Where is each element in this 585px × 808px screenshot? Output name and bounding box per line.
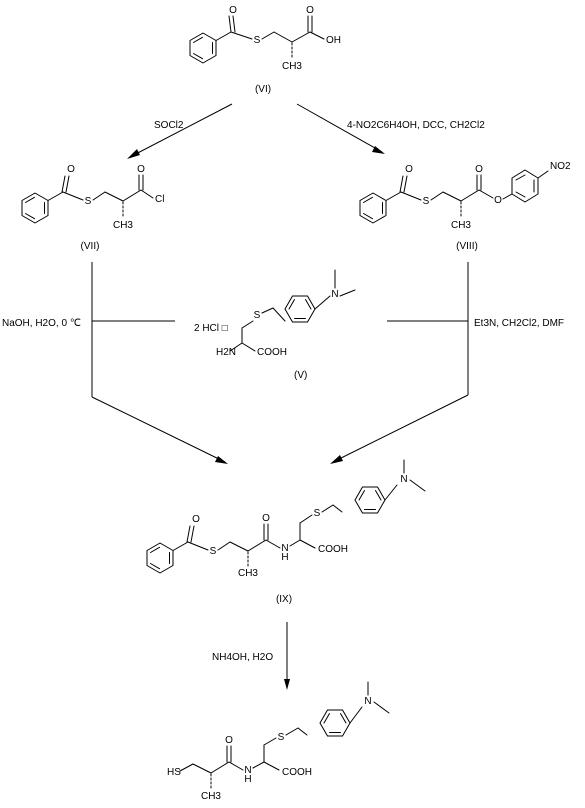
vii-keto-oxygen: O: [67, 164, 75, 175]
reagent-socl2: SOCl2: [154, 120, 184, 131]
compound-ix: O S O N H CH3 S COOH N (IX): [146, 459, 426, 605]
product-methyl: CH3: [201, 791, 221, 802]
reagent-nitrophenol: 4-NO2C6H4OH, DCC, CH2Cl2: [347, 120, 485, 131]
compound-v: 2 HCl □ S H2N COOH N (V): [194, 269, 356, 381]
vii-sulfur: S: [85, 196, 92, 207]
reagent-nh4oh: NH4OH, H2O: [212, 652, 273, 663]
vi-methyl: CH3: [282, 61, 302, 72]
ix-dimethyl-nitrogen: N: [400, 474, 407, 485]
viii-ester-oxygen: O: [475, 164, 483, 175]
ix-methyl: CH3: [238, 568, 258, 579]
arrow-vii-to-ix: [91, 396, 226, 463]
product-dimethyl-nitrogen: N: [364, 696, 371, 707]
arrow-viii-to-ix: [332, 394, 469, 463]
ix-amide-oxygen: O: [262, 513, 270, 524]
product-thiol: HS: [167, 767, 181, 778]
vi-acid-oxygen: O: [306, 5, 314, 16]
product-carboxyl: COOH: [282, 767, 312, 778]
ix-thioester-sulfur: S: [210, 546, 217, 557]
hcl-salt-label: 2 HCl □: [194, 323, 228, 334]
ix-amide-hydrogen: H: [281, 552, 288, 563]
compound-ix-label: (IX): [276, 594, 292, 605]
viii-keto-oxygen: O: [405, 164, 413, 175]
compound-vi: O S O OH CH3 (VI): [189, 5, 341, 95]
viii-methyl: CH3: [451, 220, 471, 231]
viii-link-oxygen: O: [494, 195, 502, 206]
arrow-vi-to-viii: [296, 103, 383, 153]
vii-chlorine: Cl: [155, 194, 164, 205]
vi-hydroxyl: OH: [326, 35, 341, 46]
vi-sulfur: S: [254, 35, 261, 46]
ix-carboxyl: COOH: [318, 544, 348, 555]
ix-thioether-sulfur: S: [314, 508, 321, 519]
vii-methyl: CH3: [113, 220, 133, 231]
v-sulfur: S: [254, 310, 261, 321]
compound-vii: O S O Cl CH3 (VII): [21, 164, 164, 252]
v-dimethyl-nitrogen: N: [331, 289, 338, 300]
ix-keto-oxygen: O: [192, 514, 200, 525]
ix-amide-nitrogen: N: [281, 543, 288, 554]
viii-nitro-group: NO2: [550, 161, 571, 172]
reagent-naoh: NaOH, H2O, 0 ℃: [2, 318, 81, 329]
viii-sulfur: S: [423, 196, 430, 207]
compound-viii-label: (VIII): [456, 241, 478, 252]
product-amide-oxygen: O: [225, 735, 233, 746]
compound-v-label: (V): [294, 370, 307, 381]
compound-product: HS O N H CH3 S COOH N: [167, 681, 390, 802]
reagent-et3n: Et3N, CH2Cl2, DMF: [474, 318, 564, 329]
arrow-vi-to-vii: [129, 103, 233, 158]
product-amide-hydrogen: H: [244, 774, 251, 785]
vi-keto-oxygen: O: [229, 5, 237, 16]
product-amide-nitrogen: N: [244, 765, 251, 776]
compound-viii: O S O O NO2 CH3 (VIII): [359, 161, 571, 252]
product-thioether-sulfur: S: [278, 732, 285, 743]
compound-vi-label: (VI): [255, 84, 271, 95]
vii-acyl-oxygen: O: [137, 164, 145, 175]
v-carboxyl: COOH: [257, 347, 287, 358]
v-amine: H2N: [216, 347, 236, 358]
compound-vii-label: (VII): [81, 241, 100, 252]
